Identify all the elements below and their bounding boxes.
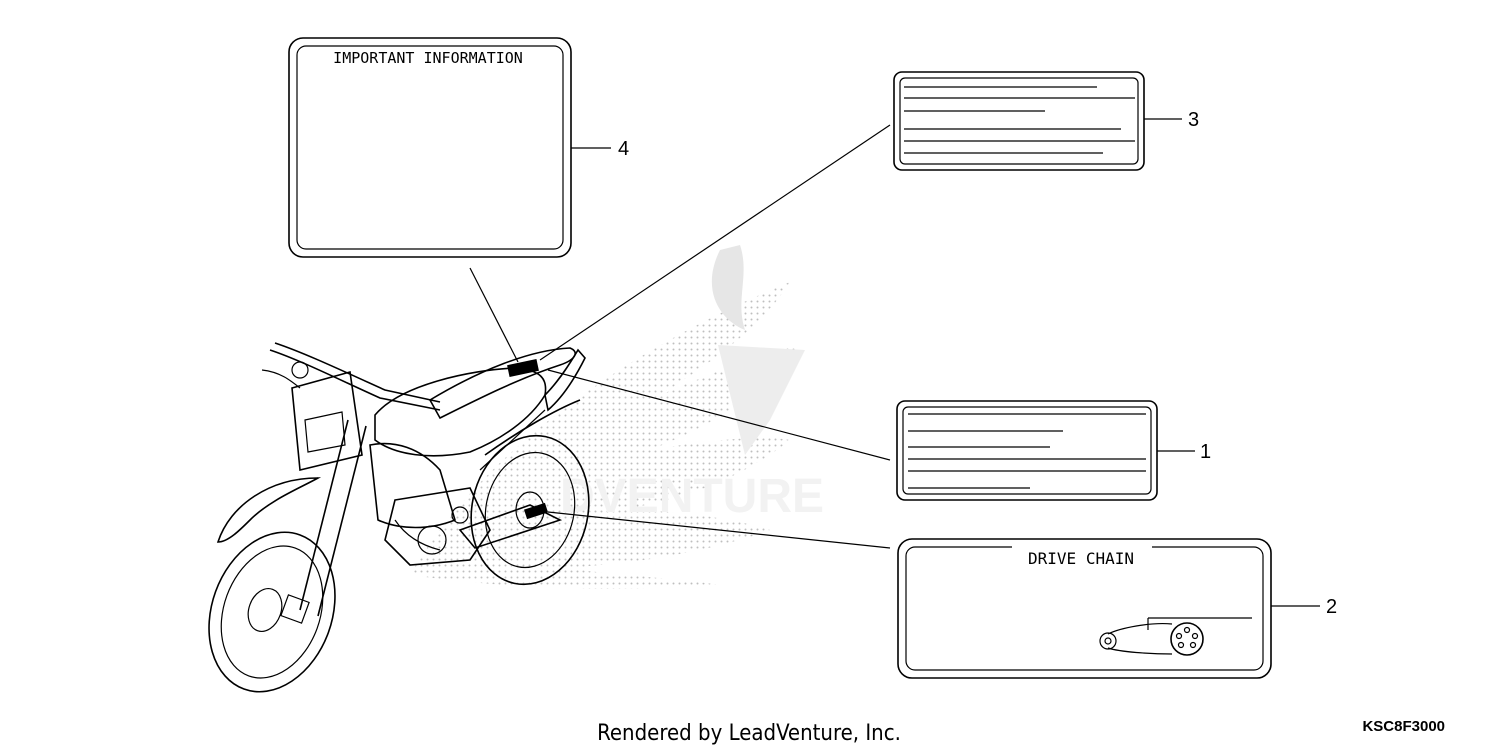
drive-chain-title: DRIVE CHAIN xyxy=(1028,549,1134,568)
watermark-text: DVENTURE xyxy=(560,470,824,523)
label-3[interactable] xyxy=(893,71,1145,171)
callout-2: 2 xyxy=(1326,596,1337,618)
label-1[interactable] xyxy=(896,400,1158,501)
callout-4: 4 xyxy=(618,138,629,160)
leader-lines xyxy=(469,124,891,549)
label-drive-chain[interactable]: DRIVE CHAIN xyxy=(897,538,1272,679)
motorcycle-illustration xyxy=(208,342,590,693)
label-important-information[interactable]: IMPORTANT INFORMATION xyxy=(288,37,572,258)
chain-sprocket-icon xyxy=(1099,617,1252,656)
footer-credit: Rendered by LeadVenture, Inc. xyxy=(597,721,901,746)
important-information-title: IMPORTANT INFORMATION xyxy=(333,49,523,67)
watermark-wing: DVENTURE xyxy=(410,245,824,589)
callout-1: 1 xyxy=(1200,441,1211,463)
diagram-code: KSC8F3000 xyxy=(1362,718,1445,735)
callout-3: 3 xyxy=(1188,109,1199,131)
